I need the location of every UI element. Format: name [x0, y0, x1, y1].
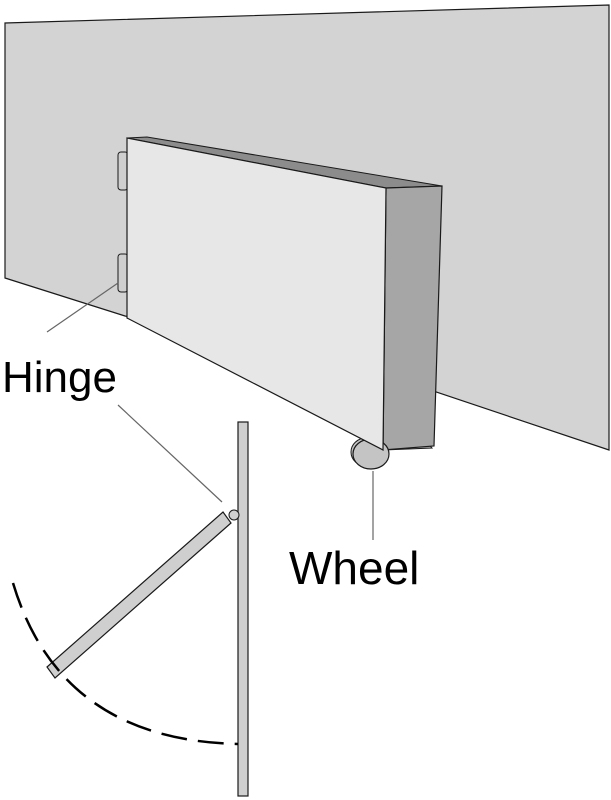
top-view-door [46, 511, 232, 679]
top-view-wall [237, 421, 249, 797]
door-swing-arc [11, 582, 239, 746]
hinge-leader-lower [117, 404, 223, 503]
door-side-face [382, 185, 443, 451]
hinge-label: Hinge [2, 353, 117, 402]
hinge-leader-upper [46, 282, 119, 333]
door-front-face [126, 137, 387, 451]
wheel-label: Wheel [289, 542, 419, 594]
top-view-hinge-pin [228, 509, 240, 521]
